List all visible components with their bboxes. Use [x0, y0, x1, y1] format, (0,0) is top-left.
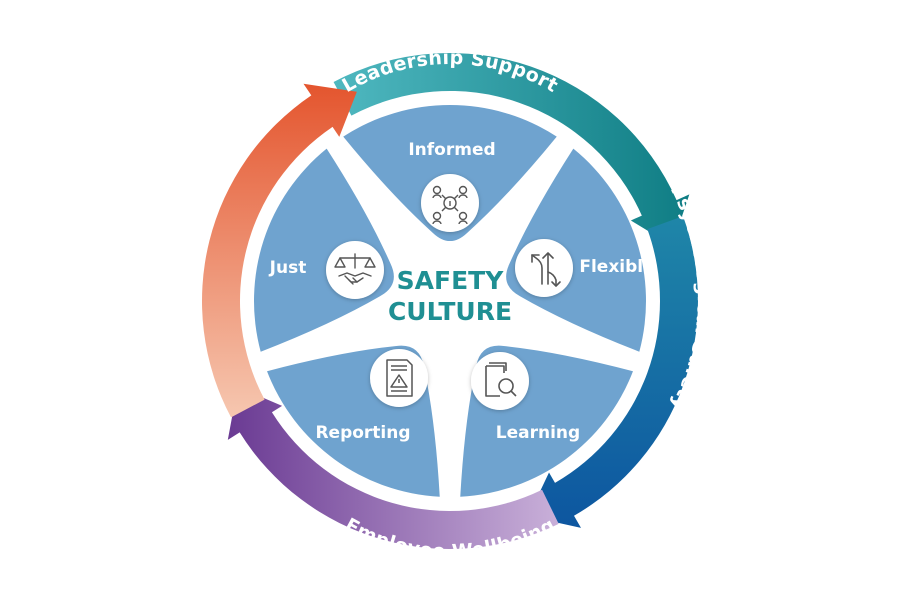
- segment-labels: Informed Flexible Learning Reporting Jus…: [269, 140, 655, 443]
- segment-icons: [326, 174, 573, 410]
- inner-segments: [253, 105, 646, 497]
- segment-label-just: Just: [269, 258, 307, 278]
- outer-ring: [201, 53, 698, 549]
- report-warning-icon: [370, 349, 428, 407]
- scales-handshake-icon: [326, 241, 384, 299]
- segment-just: [253, 148, 394, 352]
- center-title: SAFETY CULTURE: [388, 266, 512, 326]
- center-title-line1: SAFETY: [397, 266, 505, 295]
- segment-label-informed: Informed: [408, 140, 495, 160]
- segment-label-flexible: Flexible: [579, 257, 654, 277]
- document-search-icon: [471, 352, 529, 410]
- employee-wellbeing-arrow: [227, 386, 559, 549]
- split-arrows-icon: [515, 239, 573, 297]
- segment-informed: [343, 105, 557, 242]
- segment-label-learning: Learning: [496, 423, 580, 443]
- segment-flexible: [506, 148, 646, 352]
- employee-engagement-arrow: [201, 83, 357, 418]
- leadership-support-arrow: [333, 53, 690, 246]
- segment-label-reporting: Reporting: [315, 423, 410, 443]
- info-network-icon: [421, 174, 479, 232]
- center-title-line2: CULTURE: [388, 297, 512, 326]
